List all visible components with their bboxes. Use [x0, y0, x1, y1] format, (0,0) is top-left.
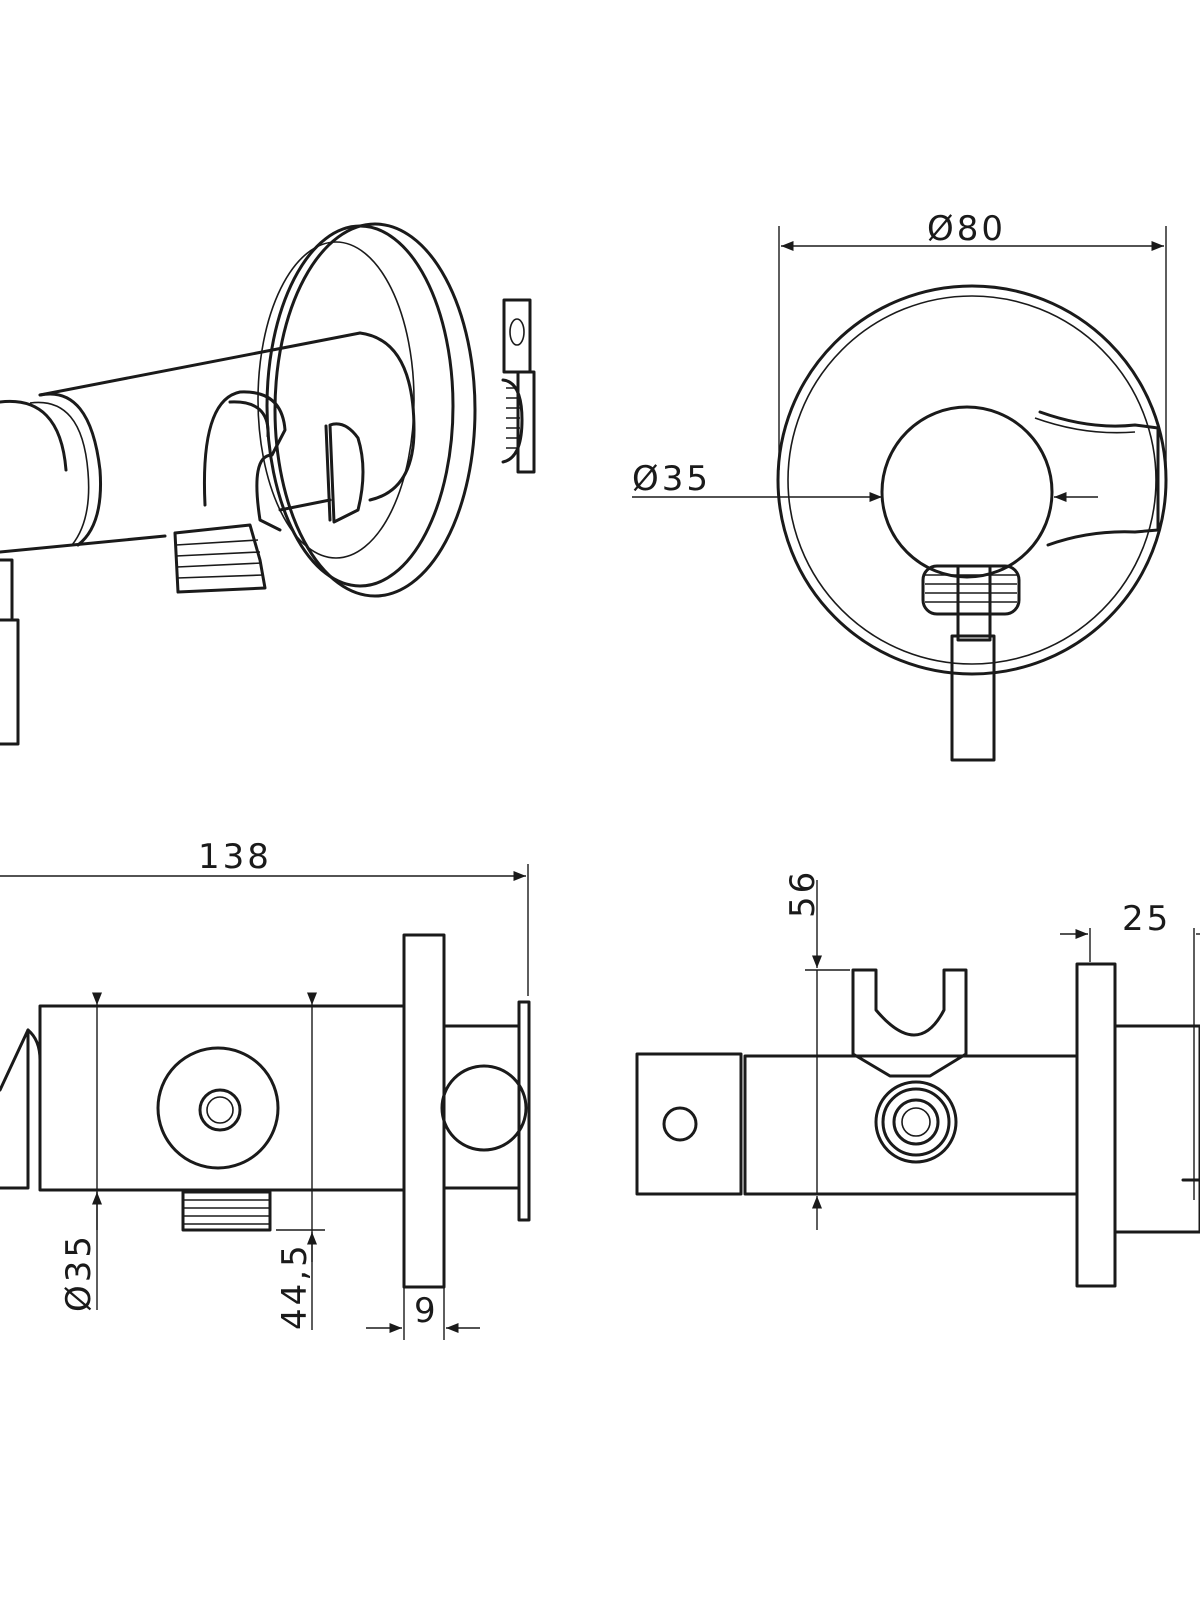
iso-handle: [0, 558, 20, 746]
label-flange-diameter: Ø80: [927, 209, 1006, 249]
side-rear-connector: [440, 1000, 531, 1222]
top-flange: [1075, 962, 1117, 1288]
front-lever: [950, 564, 996, 762]
side-handle: [0, 1028, 30, 1190]
label-holder-height: 56: [783, 869, 823, 918]
dim-body-diameter-side: Ø35: [59, 992, 103, 1312]
side-outlet: [156, 1046, 280, 1170]
top-view: 56 25: [635, 869, 1200, 1288]
side-flange: [402, 933, 446, 1289]
iso-valve-body: [0, 331, 416, 554]
front-holder: [1038, 410, 1160, 547]
isometric-view: [0, 222, 536, 746]
top-handle-block: [635, 1052, 743, 1196]
side-thread: [181, 1190, 272, 1232]
label-wall-depth: 25: [1122, 899, 1171, 939]
dim-overall-length: 138: [0, 837, 529, 996]
top-rear-box: [1113, 1024, 1200, 1234]
dim-flange-diameter: Ø80: [778, 209, 1167, 470]
label-overall-length: 138: [198, 837, 272, 877]
dim-body-diameter-front: Ø35: [632, 459, 1098, 503]
iso-flange: [257, 222, 477, 598]
top-outlet: [874, 1080, 958, 1164]
front-flange-inner: [787, 295, 1157, 665]
dim-wall-depth: 25: [1060, 899, 1200, 1200]
iso-holder: [202, 390, 365, 532]
label-outlet-offset: 44,5: [275, 1242, 315, 1330]
label-body-diameter-front: Ø35: [632, 459, 711, 499]
label-body-diameter-side: Ø35: [59, 1233, 99, 1312]
dim-outlet-offset: 44,5: [275, 992, 325, 1330]
label-flange-thickness: 9: [414, 1291, 439, 1331]
front-view: Ø80 Ø35: [632, 209, 1168, 762]
top-handle-hole: [662, 1106, 698, 1142]
front-body-circle: [880, 405, 1054, 579]
front-flange-circle: [776, 284, 1168, 676]
side-view: 138 Ø35 44,5 9: [0, 837, 531, 1340]
iso-rear-connector: [501, 298, 536, 474]
top-holder: [851, 968, 968, 1078]
dim-flange-thickness: 9: [366, 1287, 480, 1340]
dim-holder-height: 56: [783, 869, 850, 1230]
iso-outlet-thread: [173, 523, 267, 594]
side-body: [38, 1004, 406, 1192]
